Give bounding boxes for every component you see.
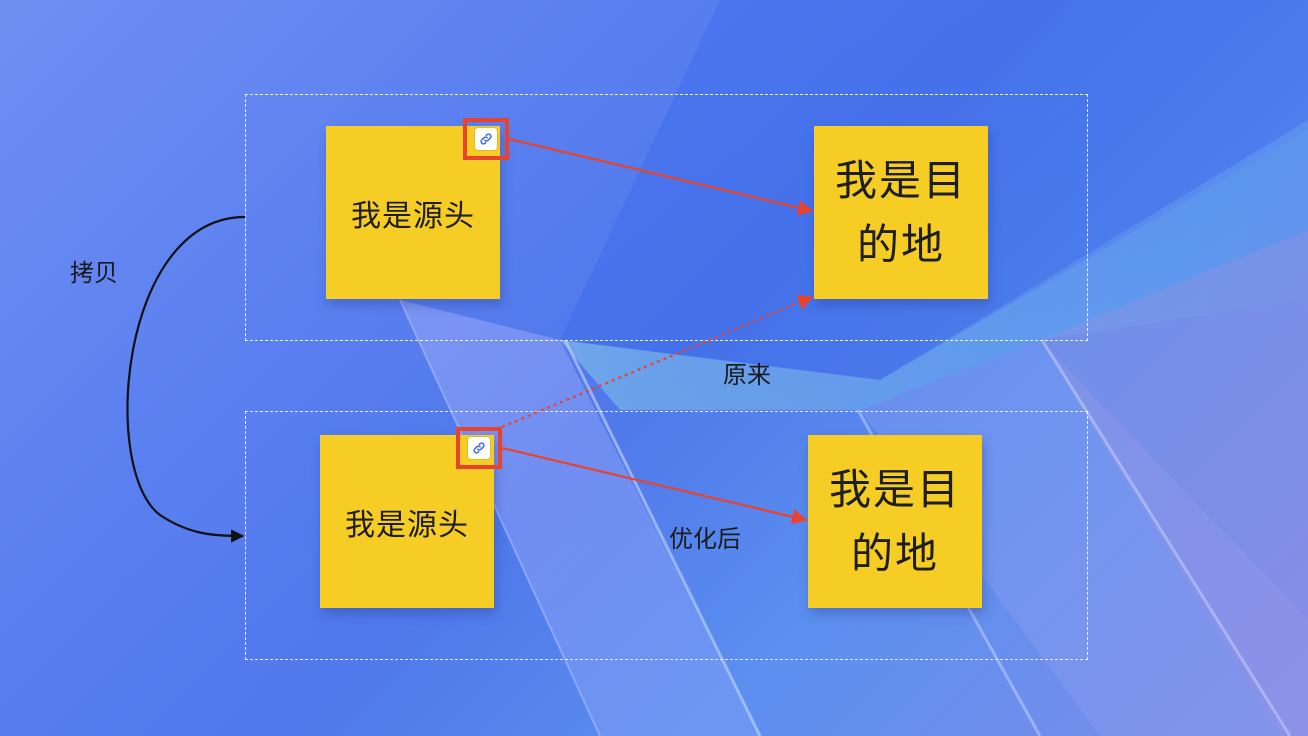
bottom-target-note-text: 我是目的地 [828, 464, 961, 578]
bottom-target-note[interactable]: 我是目的地 [808, 435, 982, 608]
top-source-note[interactable]: 我是源头 [326, 126, 500, 299]
top-link-badge[interactable] [463, 118, 509, 160]
top-source-note-text: 我是源头 [351, 198, 475, 234]
optimized-label: 优化后 [669, 525, 741, 553]
copy-label: 拷贝 [70, 259, 118, 287]
original-label: 原来 [723, 361, 771, 389]
bottom-source-note[interactable]: 我是源头 [320, 435, 494, 608]
bottom-link-badge[interactable] [456, 427, 502, 469]
link-icon [468, 437, 490, 459]
top-target-note[interactable]: 我是目的地 [814, 126, 988, 299]
link-icon [475, 128, 497, 150]
top-target-note-text: 我是目的地 [834, 155, 967, 269]
bottom-source-note-text: 我是源头 [345, 507, 469, 543]
